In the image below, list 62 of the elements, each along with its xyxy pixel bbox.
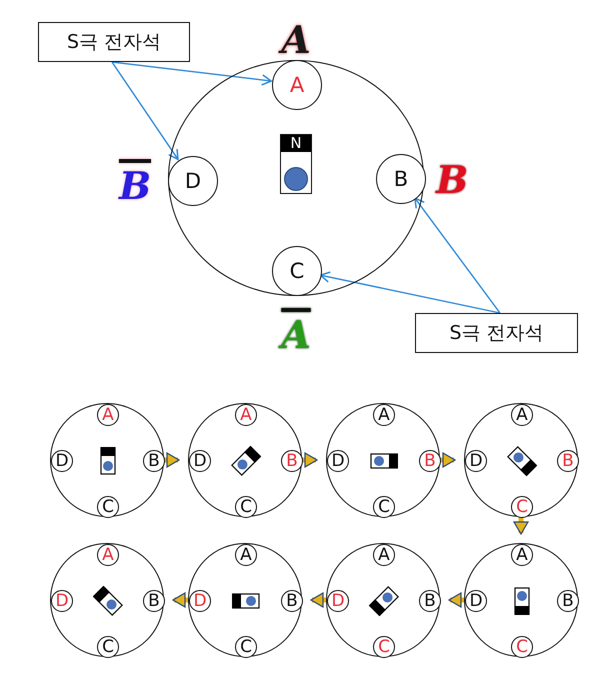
pole-label: N (281, 135, 311, 152)
pole-circle: C (235, 636, 257, 658)
pole-circle: A (511, 404, 533, 426)
pole-circle: C (97, 636, 119, 658)
pole-circle: C (97, 496, 119, 518)
pole-circle: D (51, 590, 73, 612)
block-arrow (164, 452, 180, 468)
block-arrow (440, 452, 456, 468)
pole-circle: D (465, 450, 487, 472)
pole-circle: B (281, 450, 303, 472)
callout-box: S극 전자석 (38, 22, 190, 62)
pole-circle: B (143, 450, 165, 472)
pole-circle: C (272, 246, 322, 296)
block-arrow (513, 517, 529, 535)
pole-circle: C (511, 636, 533, 658)
block-arrow (172, 592, 188, 608)
pole-circle: D (51, 450, 73, 472)
pole-circle: C (511, 496, 533, 518)
stator-circle (188, 543, 302, 657)
pole-circle: B (281, 590, 303, 612)
pole-circle: D (189, 450, 211, 472)
stator-circle (464, 543, 578, 657)
pole-circle: B (419, 450, 441, 472)
stator-circle (326, 403, 440, 517)
leader-arrow (112, 61, 272, 86)
pole-circle: A (97, 544, 119, 566)
pole-circle: A (97, 404, 119, 426)
pole-circle: D (327, 450, 349, 472)
stator-circle (50, 403, 164, 517)
pole-circle: A (511, 544, 533, 566)
stator-circle (188, 403, 302, 517)
block-arrow (310, 592, 326, 608)
pole-circle: B (419, 590, 441, 612)
leader-arrow (320, 271, 500, 314)
phase-label: B (436, 161, 468, 199)
pole-circle: D (465, 590, 487, 612)
rotor-magnet (280, 134, 312, 194)
pole-circle: A (235, 544, 257, 566)
stator-circle (50, 543, 164, 657)
pole-circle: A (373, 544, 395, 566)
pole-circle: B (557, 450, 579, 472)
pole-circle: A (373, 404, 395, 426)
pole-circle: B (557, 590, 579, 612)
pole-circle: A (235, 404, 257, 426)
stator-circle (326, 543, 440, 657)
pole-circle: D (189, 590, 211, 612)
stator-circle (464, 403, 578, 517)
block-arrow (448, 592, 464, 608)
pole-circle: C (373, 496, 395, 518)
pole-circle: D (327, 590, 349, 612)
block-arrow (302, 452, 318, 468)
pole-circle: C (235, 496, 257, 518)
phase-label: B (118, 163, 152, 205)
pole-circle: A (272, 60, 322, 110)
stator-circle (168, 60, 424, 296)
pole-circle: B (376, 154, 426, 204)
pole-circle: D (168, 156, 218, 206)
pole-circle: B (143, 590, 165, 612)
leader-arrow (414, 197, 501, 314)
callout-box: S극 전자석 (415, 313, 578, 353)
leader-arrow (111, 62, 179, 160)
pole-circle: C (373, 636, 395, 658)
